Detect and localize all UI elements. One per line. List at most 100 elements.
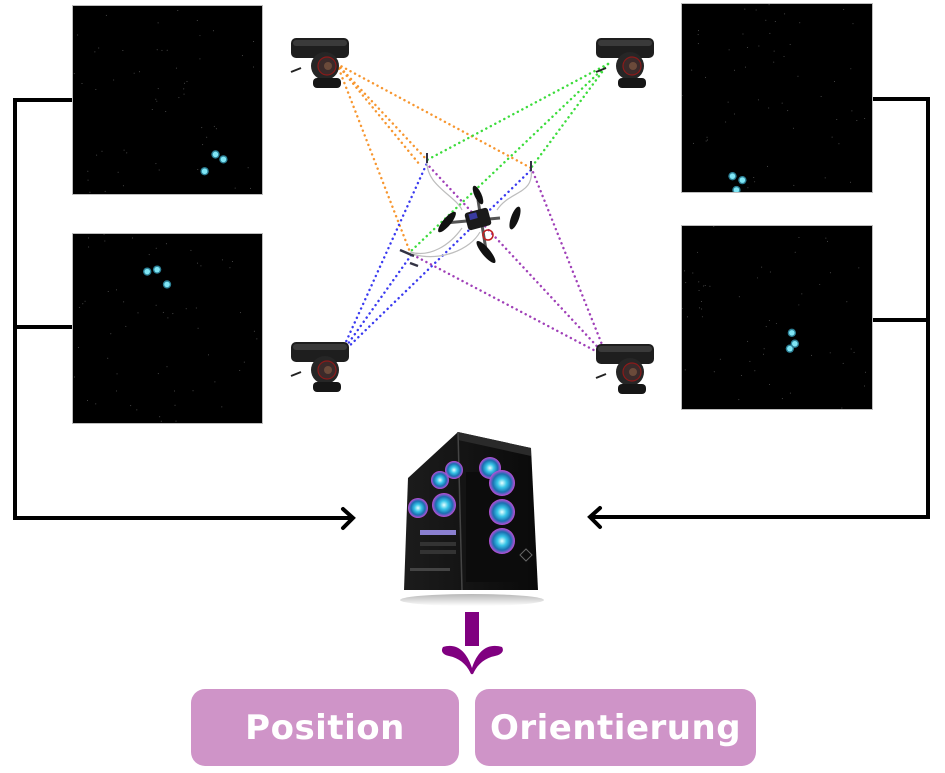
noise-dot xyxy=(842,362,844,364)
noise-dot xyxy=(125,325,127,327)
noise-dot xyxy=(783,55,785,57)
noise-dot xyxy=(103,234,105,235)
noise-dot xyxy=(87,400,89,402)
noise-dot xyxy=(183,88,185,90)
noise-dot xyxy=(685,282,687,284)
noise-dot xyxy=(104,190,106,192)
webcam-icon-top-left xyxy=(290,37,350,89)
noise-dot xyxy=(762,353,764,355)
noise-dot xyxy=(243,361,245,363)
ir-marker xyxy=(201,168,208,175)
noise-dot xyxy=(78,347,80,348)
noise-dot xyxy=(107,357,109,359)
noise-dot xyxy=(698,290,700,291)
noise-dot xyxy=(214,381,216,383)
noise-dot xyxy=(747,47,749,49)
noise-dot xyxy=(824,177,826,179)
noise-dot xyxy=(200,265,202,267)
noise-dot xyxy=(162,311,164,313)
noise-dot xyxy=(781,398,783,400)
noise-dot xyxy=(165,243,167,245)
noise-dot xyxy=(801,293,803,295)
noise-dot xyxy=(156,100,158,102)
camera-frame-bottom-right xyxy=(682,226,867,409)
noise-dot xyxy=(754,370,756,372)
noise-dot xyxy=(89,191,91,193)
orientation-output-box: Orientierung xyxy=(475,689,756,766)
noise-dot xyxy=(199,58,201,60)
noise-dot xyxy=(781,102,783,104)
noise-dot xyxy=(692,272,694,274)
noise-dot xyxy=(87,237,89,239)
noise-dot xyxy=(841,407,843,409)
noise-dot xyxy=(727,101,729,103)
noise-dot xyxy=(183,93,185,95)
noise-dot xyxy=(161,49,163,51)
noise-dot xyxy=(229,267,231,269)
ir-marker xyxy=(739,177,746,183)
noise-dot xyxy=(769,271,771,273)
noise-dot xyxy=(123,301,125,303)
noise-dot xyxy=(733,69,735,71)
noise-dot xyxy=(728,49,730,51)
camera-view-bottom-left xyxy=(72,233,263,424)
noise-dot xyxy=(185,308,187,310)
noise-dot xyxy=(774,21,776,23)
noise-dot xyxy=(73,73,75,75)
noise-dot xyxy=(192,390,194,392)
noise-dot xyxy=(113,79,115,81)
noise-dot xyxy=(701,308,703,310)
noise-dot xyxy=(196,19,198,21)
noise-dot xyxy=(190,249,192,251)
noise-dot xyxy=(196,262,198,264)
noise-dot xyxy=(213,125,215,127)
noise-dot xyxy=(247,167,249,169)
noise-dot xyxy=(252,66,254,68)
noise-dot xyxy=(773,50,775,52)
noise-dot xyxy=(197,327,199,329)
ir-marker xyxy=(792,340,798,347)
noise-dot xyxy=(789,392,791,394)
noise-dot xyxy=(697,34,699,36)
ir-marker xyxy=(164,281,170,288)
noise-dot xyxy=(253,41,255,43)
noise-dot xyxy=(850,181,852,183)
noise-dot xyxy=(206,136,208,138)
noise-dot xyxy=(96,154,98,156)
noise-dot xyxy=(110,333,112,335)
noise-dot xyxy=(105,14,107,16)
noise-dot xyxy=(691,69,693,71)
webcam-icon-top-right xyxy=(595,37,655,89)
noise-dot xyxy=(698,30,700,32)
noise-dot xyxy=(207,354,209,356)
noise-dot xyxy=(104,240,106,242)
noise-dot xyxy=(768,383,770,385)
noise-dot xyxy=(197,168,199,170)
noise-dot xyxy=(172,313,174,315)
noise-dot xyxy=(174,390,176,392)
noise-dot xyxy=(157,88,159,90)
noise-dot xyxy=(131,237,133,239)
ir-marker xyxy=(154,266,160,273)
noise-dot xyxy=(175,67,177,69)
noise-dot xyxy=(94,51,96,53)
noise-dot xyxy=(115,390,117,392)
noise-dot xyxy=(148,254,150,256)
noise-dot xyxy=(793,184,795,186)
position-output-box: Position xyxy=(191,689,459,766)
noise-dot xyxy=(84,300,86,302)
noise-dot xyxy=(74,376,76,378)
noise-dot xyxy=(241,55,243,57)
noise-dot xyxy=(139,71,140,73)
noise-dot xyxy=(765,19,767,21)
noise-dot xyxy=(784,13,786,15)
noise-dot xyxy=(705,140,707,142)
ir-marker xyxy=(212,151,219,158)
noise-dot xyxy=(754,181,756,183)
noise-dot xyxy=(157,373,159,375)
noise-dot xyxy=(797,75,799,77)
noise-dot xyxy=(789,43,791,45)
noise-dot xyxy=(183,82,185,84)
noise-dot xyxy=(792,127,794,129)
camera-view-top-left xyxy=(72,5,263,195)
